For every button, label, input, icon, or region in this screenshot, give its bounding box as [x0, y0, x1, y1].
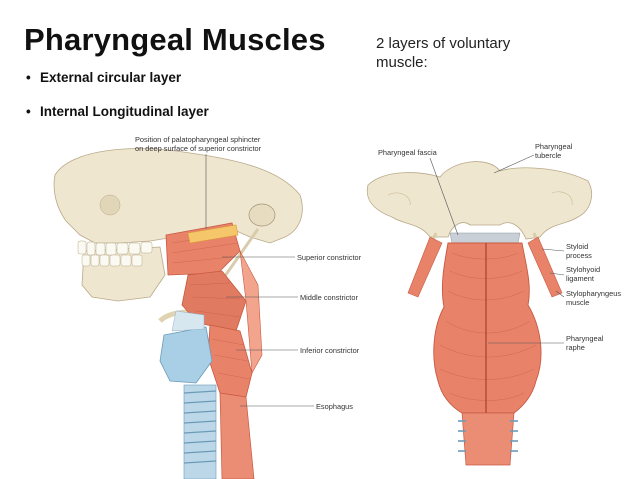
posterior-labels: Pharyngeal fascia Pharyngeal tubercle St…	[378, 142, 621, 352]
bullet-icon: •	[26, 104, 31, 119]
label-inferior-constrictor: Inferior constrictor	[300, 346, 360, 355]
label-stylohyoid-1: Stylohyoid	[566, 265, 600, 274]
label-superior-constrictor: Superior constrictor	[297, 253, 362, 262]
trachea	[183, 384, 217, 479]
label-styloid-1: Styloid	[566, 242, 588, 251]
posterior-view	[366, 161, 592, 466]
label-pharyngeal-fascia: Pharyngeal fascia	[378, 148, 438, 157]
label-stylopharyngeus-2: muscle	[566, 298, 589, 307]
label-middle-constrictor: Middle constrictor	[300, 293, 358, 302]
label-stylohyoid-2: ligament	[566, 274, 594, 283]
pharynx-posterior	[433, 242, 542, 414]
label-styloid-2: process	[566, 251, 592, 260]
label-esophagus: Esophagus	[316, 402, 353, 411]
lateral-labels: Position of palatopharyngeal sphincter o…	[135, 135, 362, 411]
stylopharyngeus-left	[407, 236, 443, 298]
cranial-base-bone	[366, 161, 592, 240]
label-raphe-2: raphe	[566, 343, 585, 352]
label-tubercle-1: Pharyngeal	[535, 142, 573, 151]
label-sphincter-2: on deep surface of superior constrictor	[135, 144, 262, 153]
slide-title: Pharyngeal Muscles	[24, 22, 326, 57]
bullet-item: • Internal Longitudinal layer	[26, 104, 209, 119]
thyroid-cartilage	[159, 326, 213, 384]
label-stylopharyngeus-1: Stylopharyngeus	[566, 289, 621, 298]
skull-bone	[53, 148, 303, 244]
label-tubercle-2: tubercle	[535, 151, 561, 160]
bullet-icon: •	[26, 70, 31, 85]
bullet-item: • External circular layer	[26, 70, 181, 85]
esophagus	[219, 392, 255, 479]
bullet-text: Internal Longitudinal layer	[40, 104, 209, 119]
slide-note: 2 layers of voluntary muscle:	[376, 35, 511, 71]
lateral-view	[53, 148, 303, 479]
label-raphe-1: Pharyngeal	[566, 334, 604, 343]
label-sphincter-1: Position of palatopharyngeal sphincter	[135, 135, 261, 144]
palatopharyngeal-sphincter	[187, 224, 239, 244]
pharynx-illustration: Position of palatopharyngeal sphincter o…	[53, 135, 621, 479]
bullet-text: External circular layer	[40, 70, 182, 85]
stylopharyngeus-right	[527, 236, 563, 298]
